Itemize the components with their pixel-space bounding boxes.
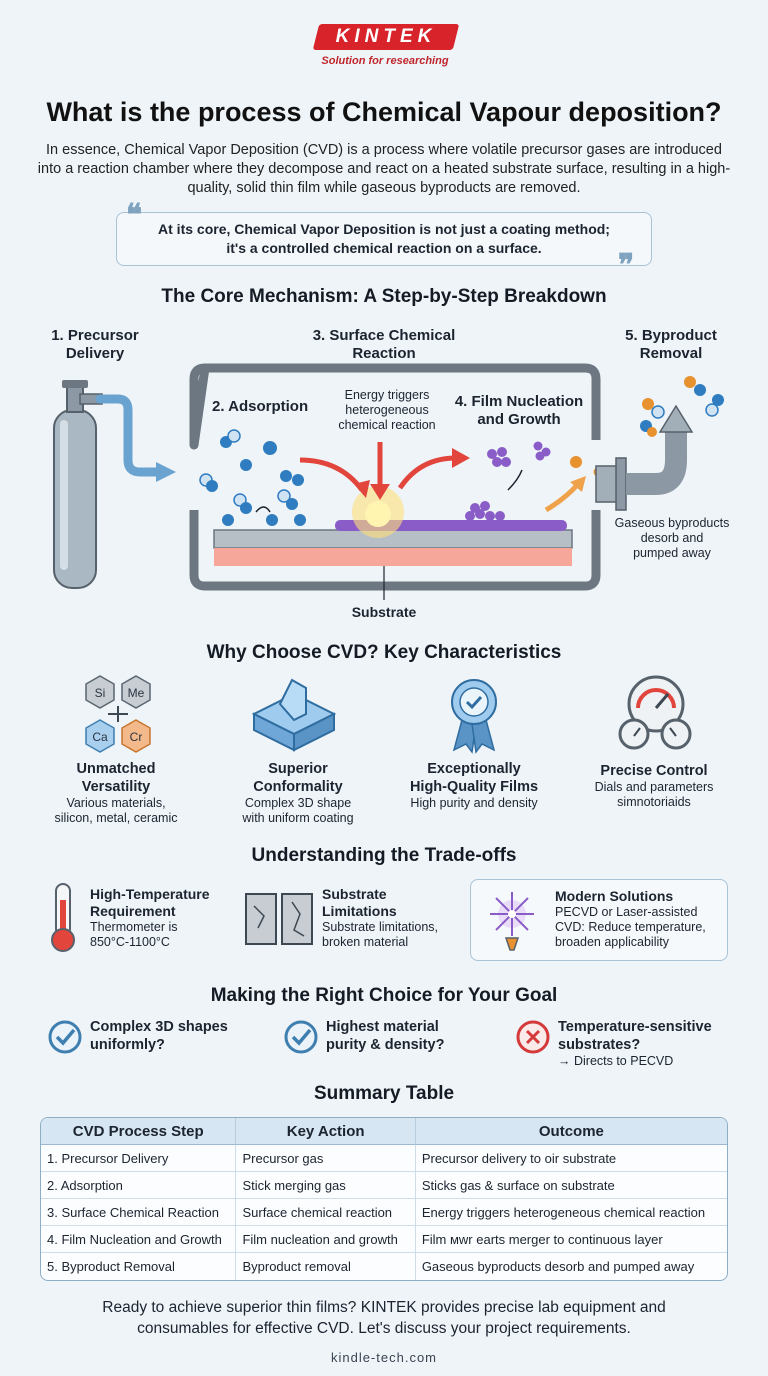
- choice-temperature: Temperature-sensitive substrates? → Dire…: [558, 1019, 712, 1068]
- step-1-label: 1. Precursor Delivery: [51, 327, 139, 362]
- table-cell: Sticks gas & surface on substrate: [415, 1172, 727, 1199]
- table-row: 5. Byproduct Removal Byproduct removal G…: [41, 1253, 727, 1280]
- table-cell: 4. Film Nucleation and Growth: [41, 1226, 237, 1253]
- choices-title: Making the Right Choice for Your Goal: [210, 985, 558, 1006]
- energy-arrow-left-icon: [299, 457, 365, 492]
- trade-high-temp: High-Temperature Requirement Thermometer…: [90, 886, 210, 949]
- summary-title: Summary Table: [313, 1083, 455, 1104]
- quote-open-icon: ❝: [126, 198, 143, 233]
- exhaust-pipe: [595, 404, 694, 511]
- quote-box: [116, 212, 652, 266]
- quote-line-1: At its core, Chemical Vapor Deposition i…: [158, 221, 610, 237]
- step-3-label: 3. Surface Chemical Reaction: [312, 327, 456, 362]
- thermometer-icon: [51, 883, 75, 952]
- table-cell: Stick merging gas: [236, 1172, 416, 1199]
- summary-table: CVD Process Step Key Action Outcome 1. P…: [40, 1117, 728, 1281]
- gauges-icon: [618, 675, 692, 750]
- trade-substrate: Substrate Limitations Substrate limitati…: [322, 886, 439, 949]
- precursor-molecules: [199, 429, 306, 526]
- element-me: Me: [128, 686, 145, 700]
- char-conformality: Superior Conformality Complex 3D shape w…: [242, 761, 354, 825]
- table-cell: 1. Precursor Delivery: [41, 1145, 237, 1172]
- gas-cylinder-icon: [53, 380, 103, 589]
- quote-close-icon: ❞: [618, 248, 635, 283]
- char-control: Precise Control Dials and parameters sim…: [594, 763, 714, 809]
- delivery-arrow-icon: [156, 462, 176, 482]
- table-row: 2. Adsorption Stick merging gas Sticks g…: [41, 1172, 727, 1199]
- logo-brand: KINTEK: [335, 26, 437, 47]
- char-versatility: Unmatched Versatility Various materials,…: [54, 761, 178, 825]
- table-header-row: CVD Process Step Key Action Outcome: [41, 1118, 727, 1145]
- tradeoffs-title: Understanding the Trade-offs: [251, 845, 517, 866]
- nucleation-clusters: [465, 441, 551, 521]
- column-header: Key Action: [236, 1118, 416, 1145]
- table-cell: 2. Adsorption: [41, 1172, 237, 1199]
- table-cell: Byproduct removal: [236, 1253, 416, 1280]
- laser-spark-icon: [490, 892, 534, 951]
- exhaust-molecules: [640, 376, 724, 437]
- table-cell: 3. Surface Chemical Reaction: [41, 1199, 237, 1226]
- energy-label: Energy triggers heterogeneous chemical r…: [338, 388, 436, 432]
- byproduct-label: Gaseous byproducts desorb and pumped awa…: [614, 516, 730, 560]
- intro-paragraph: In essence, Chemical Vapor Deposition (C…: [37, 142, 731, 196]
- table-cell: Surface chemical reaction: [236, 1199, 416, 1226]
- broken-substrate-icon: [245, 893, 313, 945]
- energy-arrow-right-icon: [397, 455, 457, 490]
- table-cell: Film nucleation and growth: [236, 1226, 416, 1253]
- substrate-label: Substrate: [351, 604, 417, 620]
- reaction-chamber: [189, 363, 601, 591]
- table-row: 3. Surface Chemical Reaction Surface che…: [41, 1199, 727, 1226]
- desorb-arrow-icon: [544, 482, 580, 513]
- mechanism-title: The Core Mechanism: A Step-by-Step Break…: [161, 286, 607, 307]
- delivery-pipe: [95, 394, 163, 477]
- table-cell: Precursor delivery to oir substrate: [415, 1145, 727, 1172]
- cvd-diagram: [53, 363, 724, 600]
- heater-glow: [214, 548, 572, 566]
- element-cr: Cr: [130, 730, 143, 744]
- step-4-label: 4. Film Nucleation and Growth: [454, 393, 584, 428]
- footer-cta: Ready to achieve superior thin films? KI…: [102, 1299, 666, 1337]
- element-si: Si: [95, 686, 106, 700]
- column-header: CVD Process Step: [41, 1118, 237, 1145]
- logo-tagline: Solution for researching: [321, 55, 449, 67]
- award-ribbon-icon: [451, 679, 497, 754]
- check-circle-icon: [284, 1020, 318, 1054]
- char-quality: Exceptionally High-Quality Films High pu…: [409, 761, 539, 810]
- table-row: 4. Film Nucleation and Growth Film nucle…: [41, 1226, 727, 1253]
- footer-url-link[interactable]: kindle-tech.com: [330, 1350, 438, 1365]
- table-cell: Film мwr earts merger to continuous laye…: [415, 1226, 727, 1253]
- table-cell: 5. Byproduct Removal: [41, 1253, 237, 1280]
- step-2-label: 2. Adsorption: [212, 398, 309, 415]
- 3d-shape-icon: [251, 678, 337, 752]
- check-circle-icon: [48, 1020, 82, 1054]
- cross-circle-icon: [516, 1020, 550, 1054]
- step-5-label: 5. Byproduct Removal: [625, 327, 717, 362]
- page-title: What is the process of Chemical Vapour d…: [46, 97, 722, 127]
- core-quote: At its core, Chemical Vapor Deposition i…: [126, 220, 642, 258]
- trade-modern: Modern Solutions PECVD or Laser-assisted…: [555, 888, 706, 949]
- table-row: 1. Precursor Delivery Precursor gas Prec…: [41, 1145, 727, 1172]
- element-hexagons-icon: Si Me Ca Cr: [85, 675, 151, 753]
- choice-purity: Highest material purity & density?: [326, 1019, 445, 1053]
- byproduct-molecule: [570, 456, 582, 468]
- table-cell: Precursor gas: [236, 1145, 416, 1172]
- table-cell: Energy triggers heterogeneous chemical r…: [415, 1199, 727, 1226]
- element-ca: Ca: [92, 730, 108, 744]
- characteristics-title: Why Choose CVD? Key Characteristics: [206, 642, 562, 663]
- quote-line-2: it's a controlled chemical reaction on a…: [226, 240, 542, 256]
- choice-3d-shapes: Complex 3D shapes uniformly?: [90, 1019, 228, 1053]
- table-cell: Gaseous byproducts desorb and pumped awa…: [421, 1259, 695, 1274]
- column-header: Outcome: [415, 1118, 727, 1145]
